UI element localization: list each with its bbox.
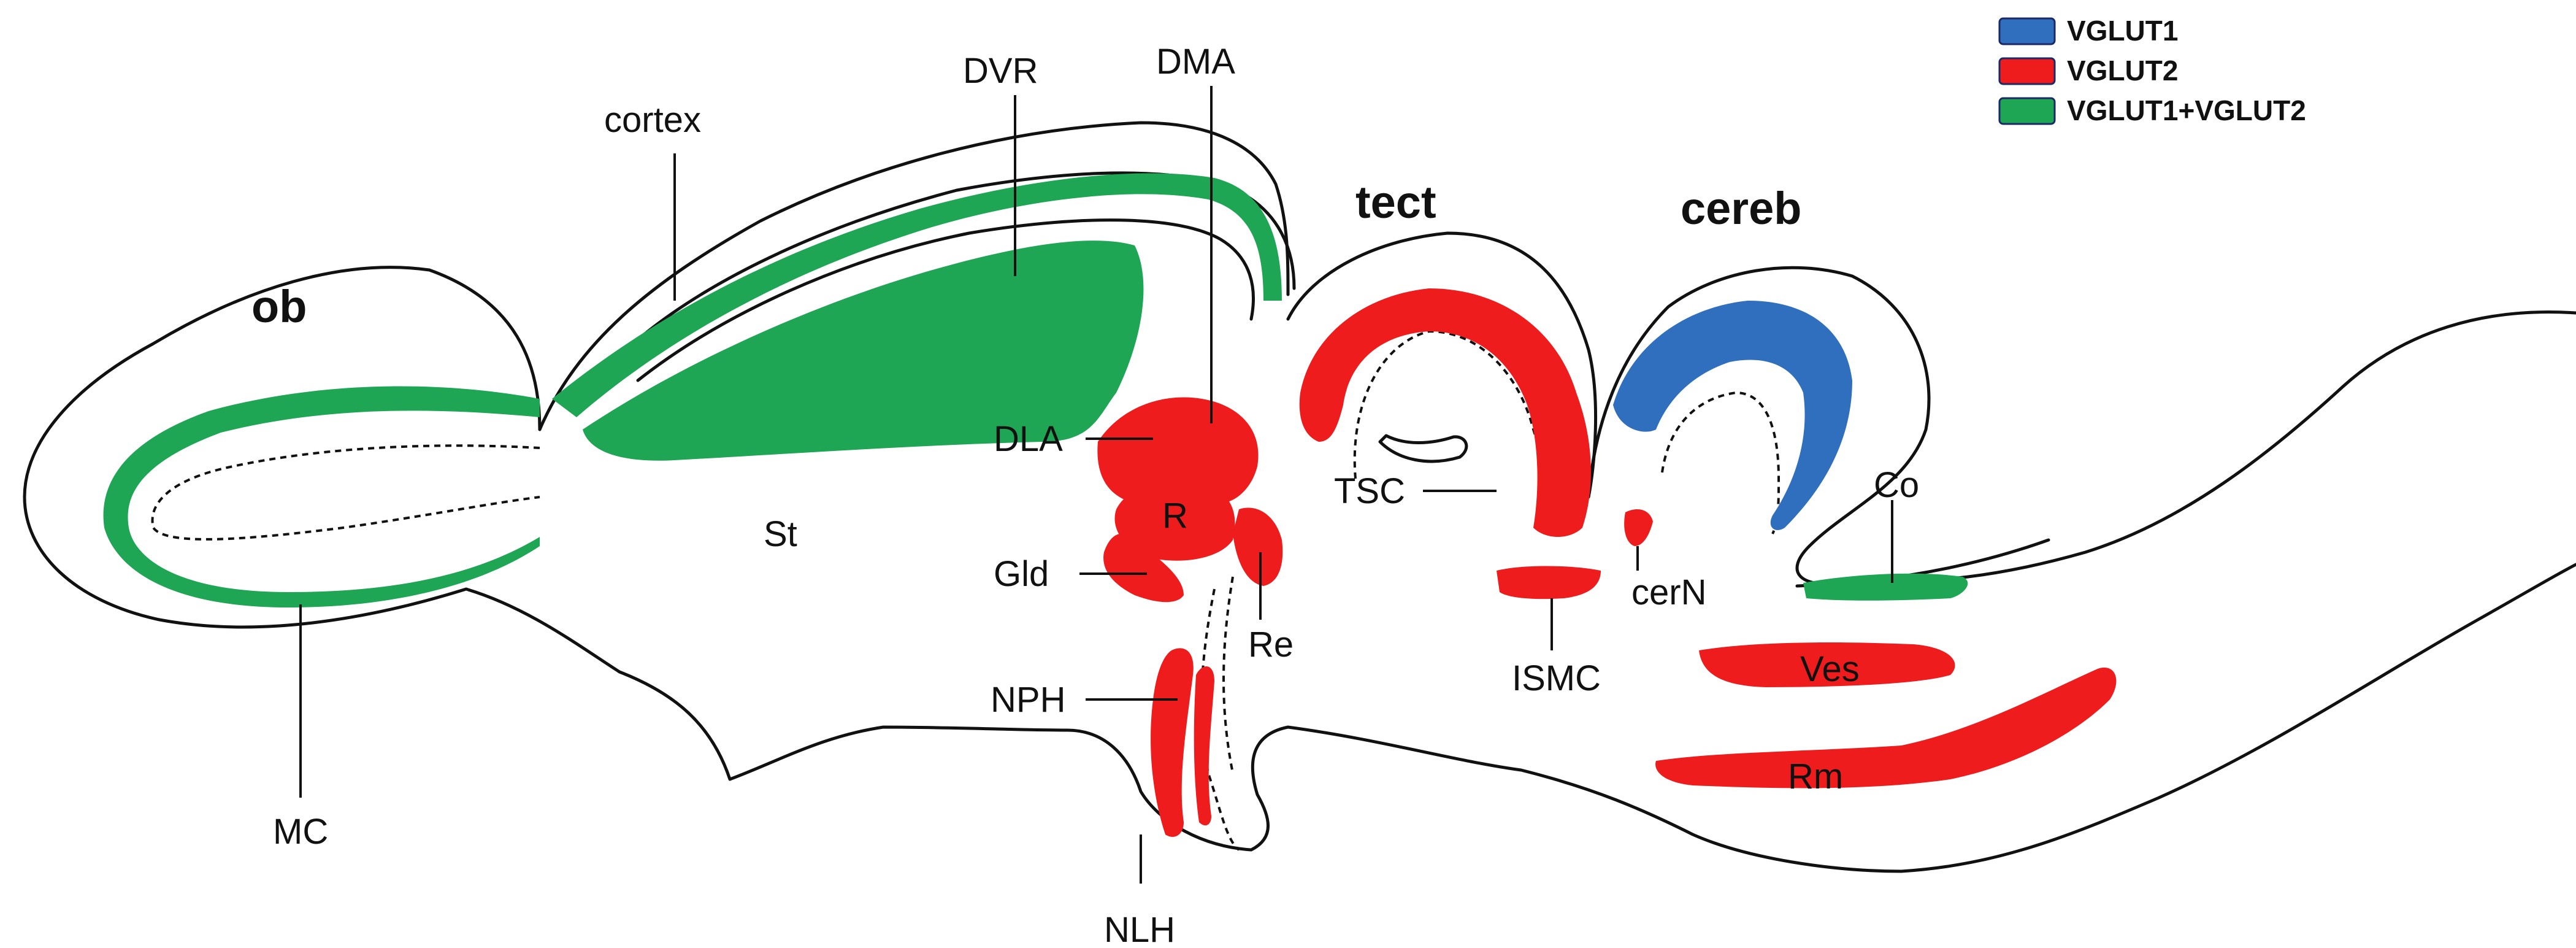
label-nlh: NLH [1104, 910, 1175, 948]
label-gld: Gld [994, 554, 1049, 594]
cerebellar-ventricle [1661, 391, 1781, 534]
mc-band [103, 386, 540, 607]
label-st: St [764, 514, 797, 554]
dla-dma-cluster [1097, 397, 1259, 503]
label-nph: NPH [991, 680, 1065, 720]
leader-lines [299, 86, 1893, 884]
label-cern: cerN [1631, 572, 1706, 612]
label-dvr: DVR [963, 51, 1038, 91]
cerebellum-outline [1587, 266, 2576, 586]
label-co: Co [1874, 465, 1919, 505]
legend-label-vglut1-vglut2: VGLUT1+VGLUT2 [2067, 94, 2306, 126]
red-regions [1097, 288, 2117, 837]
legend-label-vglut1: VGLUT1 [2067, 15, 2178, 47]
label-dma: DMA [1156, 42, 1235, 82]
label-ismc: ISMC [1512, 658, 1601, 698]
legend-swatch-vglut2 [1998, 57, 2056, 85]
label-cereb: cereb [1681, 183, 1801, 234]
brain-outline [23, 266, 2576, 873]
cortex-outer-curve [611, 171, 1296, 364]
cortex-band [552, 173, 1282, 417]
third-ventricle-inner [1222, 576, 1234, 774]
label-re: Re [1248, 625, 1294, 665]
label-dla: DLA [994, 419, 1063, 459]
legend-swatch-vglut1 [1998, 17, 2056, 45]
co-band [1803, 573, 1968, 601]
rotundus [1114, 482, 1235, 561]
label-tsc: TSC [1334, 471, 1405, 511]
re [1233, 507, 1283, 586]
tectal-crescent [1378, 434, 1468, 463]
cern [1624, 509, 1653, 546]
dorsal-outline [538, 121, 1290, 431]
ves [1699, 642, 1955, 687]
cerebellar-granule-layer [1613, 301, 1852, 530]
label-ob: ob [251, 281, 307, 332]
green-regions [103, 173, 1968, 607]
legend-label-vglut2: VGLUT2 [2067, 55, 2178, 87]
tsc-arc [1299, 288, 1591, 537]
label-ves: Ves [1800, 649, 1860, 689]
label-tect: tect [1355, 177, 1436, 228]
gld [1103, 533, 1184, 603]
cortex-inner-curve [636, 218, 1255, 382]
rm [1655, 668, 2117, 788]
tectum-outline [1286, 231, 1598, 499]
nlh-column [1151, 648, 1194, 837]
nph-column [1194, 666, 1214, 826]
label-rm: Rm [1788, 757, 1843, 796]
ismc [1497, 566, 1601, 599]
blue-regions [1613, 301, 1852, 530]
region-labels: ob tect cereb cortex DVR DMA DLA R Gld R… [251, 42, 1919, 948]
label-r: R [1162, 496, 1188, 536]
third-ventricle [1200, 588, 1240, 851]
olfactory-ventricle [151, 444, 540, 541]
label-cortex: cortex [604, 100, 701, 140]
label-mc: MC [273, 812, 328, 852]
dvr-mass [583, 241, 1144, 461]
legend: VGLUT1 VGLUT2 VGLUT1+VGLUT2 [1998, 15, 2306, 126]
legend-swatch-vglut1-vglut2 [1998, 97, 2056, 125]
